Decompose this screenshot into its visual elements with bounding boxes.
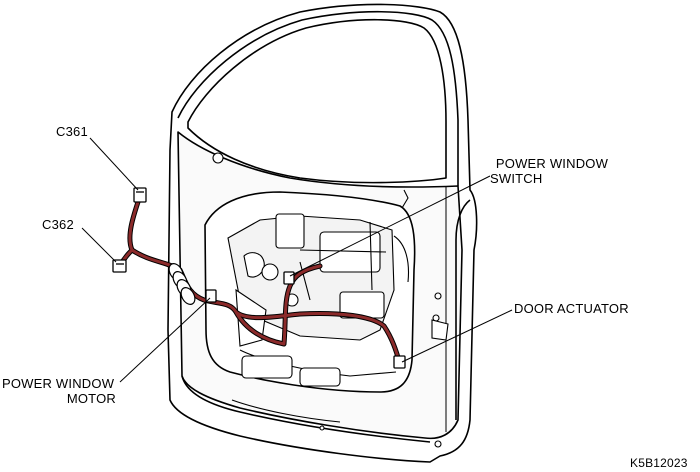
window-regulator-assembly — [212, 152, 449, 448]
label-door-actuator: DOOR ACTUATOR — [514, 301, 629, 316]
harness-grommet — [168, 263, 196, 305]
label-power-window-motor-line2: MOTOR — [66, 391, 116, 406]
label-power-window-motor: POWER WINDOW MOTOR — [2, 376, 120, 406]
label-c361: C361 — [56, 124, 88, 139]
label-power-window-switch: POWER WINDOW SWITCH — [488, 156, 616, 186]
leader-door-actuator — [401, 309, 513, 363]
figure-code: K5B12023 — [630, 456, 688, 470]
leader-c362 — [81, 227, 117, 263]
label-c362: C362 — [42, 217, 74, 232]
connector-door-actuator — [393, 355, 406, 369]
leader-lines — [81, 137, 513, 383]
label-power-window-motor-line1: POWER WINDOW — [2, 376, 115, 391]
label-power-window-switch-line2: SWITCH — [490, 171, 543, 186]
label-power-window-switch-line1: POWER WINDOW — [495, 156, 609, 171]
wiring-harness — [117, 193, 403, 367]
connector-c361 — [133, 187, 147, 203]
leader-power-window-switch — [289, 175, 491, 277]
connector-power-window-switch — [283, 271, 295, 285]
connector-c362 — [112, 259, 127, 273]
leader-c361 — [89, 137, 139, 191]
leader-power-window-motor — [119, 297, 211, 383]
